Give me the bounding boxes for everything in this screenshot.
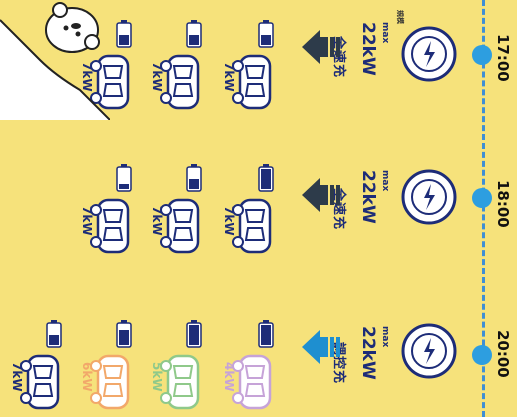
charger-icon (401, 26, 457, 82)
battery-icon (186, 20, 202, 48)
car-kw-label: 4kW (222, 362, 236, 392)
charger-badge: 規模 (396, 10, 404, 24)
car-icon (160, 354, 200, 410)
car-kw-label: 5kW (150, 362, 164, 392)
car-kw-label: 7kW (80, 206, 94, 236)
battery-icon (116, 320, 132, 348)
battery-icon (258, 20, 274, 48)
charger-icon (401, 323, 457, 379)
mascot-bear-illustration (0, 2, 110, 120)
time-label-1700: 17:00 (494, 34, 512, 82)
time-label-2000: 20:00 (494, 330, 512, 378)
car-icon (232, 354, 272, 410)
arrow-controlled-icon (302, 330, 340, 364)
car-icon (90, 354, 130, 410)
car-icon (90, 54, 130, 110)
battery-icon (46, 320, 62, 348)
car-icon (90, 198, 130, 254)
car-icon (20, 354, 60, 410)
battery-icon (258, 320, 274, 348)
car-kw-label: 7kW (150, 206, 164, 236)
charger-icon (401, 169, 457, 225)
time-dot-1700 (472, 45, 492, 65)
max-label: max (380, 170, 390, 192)
car-icon (232, 198, 272, 254)
max-kw-2000: 22kW (358, 326, 378, 380)
arrow-fast-icon (302, 30, 340, 64)
car-kw-label: 6kW (80, 362, 94, 392)
battery-icon (116, 20, 132, 48)
car-icon (232, 54, 272, 110)
max-label: max (380, 326, 390, 348)
time-dot-2000 (472, 345, 492, 365)
time-dot-1800 (472, 188, 492, 208)
max-label: max (380, 22, 390, 44)
battery-icon (186, 320, 202, 348)
car-kw-label: 7kW (222, 206, 236, 236)
time-label-1800: 18:00 (494, 180, 512, 228)
battery-icon (258, 164, 274, 192)
timeline-line (482, 0, 485, 417)
car-kw-label: 7kW (150, 62, 164, 92)
car-icon (160, 198, 200, 254)
max-kw-1800: 22kW (358, 170, 378, 224)
battery-icon (116, 164, 132, 192)
battery-icon (186, 164, 202, 192)
car-kw-label: 7kW (10, 362, 24, 392)
arrow-fast-icon (302, 178, 340, 212)
max-kw-1700: 22kW (358, 22, 378, 76)
car-kw-label: 7kW (222, 62, 236, 92)
car-icon (160, 54, 200, 110)
